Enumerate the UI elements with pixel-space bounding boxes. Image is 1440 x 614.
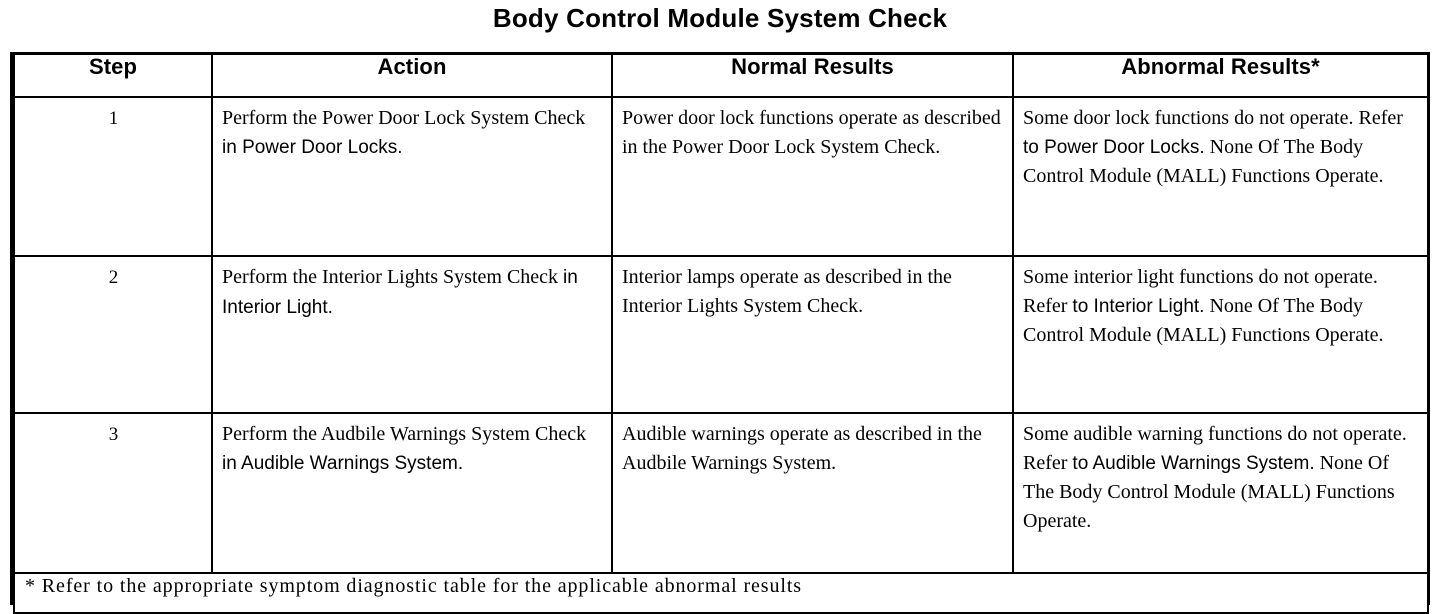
footnote-text: * Refer to the appropriate symptom diagn… (25, 575, 802, 597)
cell-step: 3 (13, 412, 213, 574)
column-header-step: Step (13, 55, 213, 98)
text-run-serif: Perform the Power Door Lock System Check (222, 107, 586, 129)
table-header-row: Step Action Normal Results Abnormal Resu… (13, 55, 1429, 98)
text-run-serif: Perform the Interior Lights System Check (222, 266, 564, 288)
text-run-sans: to Power Door Locks. (1023, 136, 1205, 158)
cell-normal-results: Audible warnings operate as described in… (611, 412, 1014, 574)
abnormal-results-text: Some audible warning functions do not op… (1014, 414, 1427, 539)
text-run-serif: Some interior light functions do not ope… (1023, 266, 1378, 317)
normal-results-text: Audible warnings operate as described in… (613, 414, 1012, 481)
normal-results-text: Interior lamps operate as described in t… (613, 257, 1012, 324)
cell-action: Perform the Audbile Warnings System Chec… (211, 412, 613, 574)
system-check-table: Step Action Normal Results Abnormal Resu… (13, 55, 1429, 614)
system-check-table-container: Step Action Normal Results Abnormal Resu… (10, 52, 1430, 614)
cell-step: 1 (13, 96, 213, 257)
step-number: 1 (108, 108, 119, 129)
column-header-action: Action (211, 55, 613, 98)
column-header-abnormal-results: Abnormal Results* (1012, 55, 1429, 98)
table-row: 3 Perform the Audbile Warnings System Ch… (13, 412, 1429, 574)
cell-action: Perform the Interior Lights System Check… (211, 255, 613, 414)
table-footnote-row: * Refer to the appropriate symptom diagn… (13, 572, 1429, 614)
page-title: Body Control Module System Check (492, 3, 948, 33)
abnormal-results-text: Some interior light functions do not ope… (1014, 257, 1427, 354)
text-run-serif: None Of The Body Control Module (MALL) F… (1023, 135, 1384, 188)
cell-normal-results: Interior lamps operate as described in t… (611, 255, 1014, 414)
text-run-serif: Some audible warning functions do not op… (1023, 423, 1407, 474)
text-run-sans: to Interior Light. (1072, 295, 1205, 317)
text-run-serif: None Of The Body Control Module (MALL) F… (1023, 451, 1395, 532)
step-number: 2 (108, 267, 119, 288)
abnormal-results-text: Some door lock functions do not operate.… (1014, 98, 1427, 195)
action-text: Perform the Audbile Warnings System Chec… (213, 414, 611, 482)
cell-abnormal-results: Some audible warning functions do not op… (1012, 412, 1429, 574)
text-run-serif: Perform the Audbile Warnings System Chec… (222, 423, 587, 445)
text-run-sans: in Audible Warnings System. (222, 452, 464, 474)
text-run-serif: Interior lamps operate as described in t… (622, 266, 952, 317)
action-text: Perform the Power Door Lock System Check… (213, 98, 611, 166)
text-run-serif: Audible warnings operate as described in… (622, 423, 982, 474)
table-row: 1 Perform the Power Door Lock System Che… (13, 96, 1429, 257)
cell-action: Perform the Power Door Lock System Check… (211, 96, 613, 257)
text-run-sans: to Audible Warnings System. (1072, 452, 1315, 474)
normal-results-text: Power door lock functions operate as des… (613, 98, 1012, 165)
text-run-serif: Some door lock functions do not operate.… (1023, 107, 1403, 129)
cell-footnote: * Refer to the appropriate symptom diagn… (13, 572, 1429, 614)
text-run-sans: in Power Door Locks. (222, 136, 403, 158)
step-number: 3 (108, 424, 119, 445)
text-run-serif: Power door lock functions operate as des… (622, 107, 1001, 158)
cell-abnormal-results: Some door lock functions do not operate.… (1012, 96, 1429, 257)
cell-step: 2 (13, 255, 213, 414)
cell-normal-results: Power door lock functions operate as des… (611, 96, 1014, 257)
table-row: 2 Perform the Interior Lights System Che… (13, 255, 1429, 414)
column-header-normal-results: Normal Results (611, 55, 1014, 98)
action-text: Perform the Interior Lights System Check… (213, 257, 611, 326)
text-run-serif: None Of The Body Control Module (MALL) F… (1023, 294, 1384, 347)
table-body: 1 Perform the Power Door Lock System Che… (13, 96, 1429, 614)
cell-abnormal-results: Some interior light functions do not ope… (1012, 255, 1429, 414)
text-run-sans: in Interior Light. (222, 267, 578, 318)
